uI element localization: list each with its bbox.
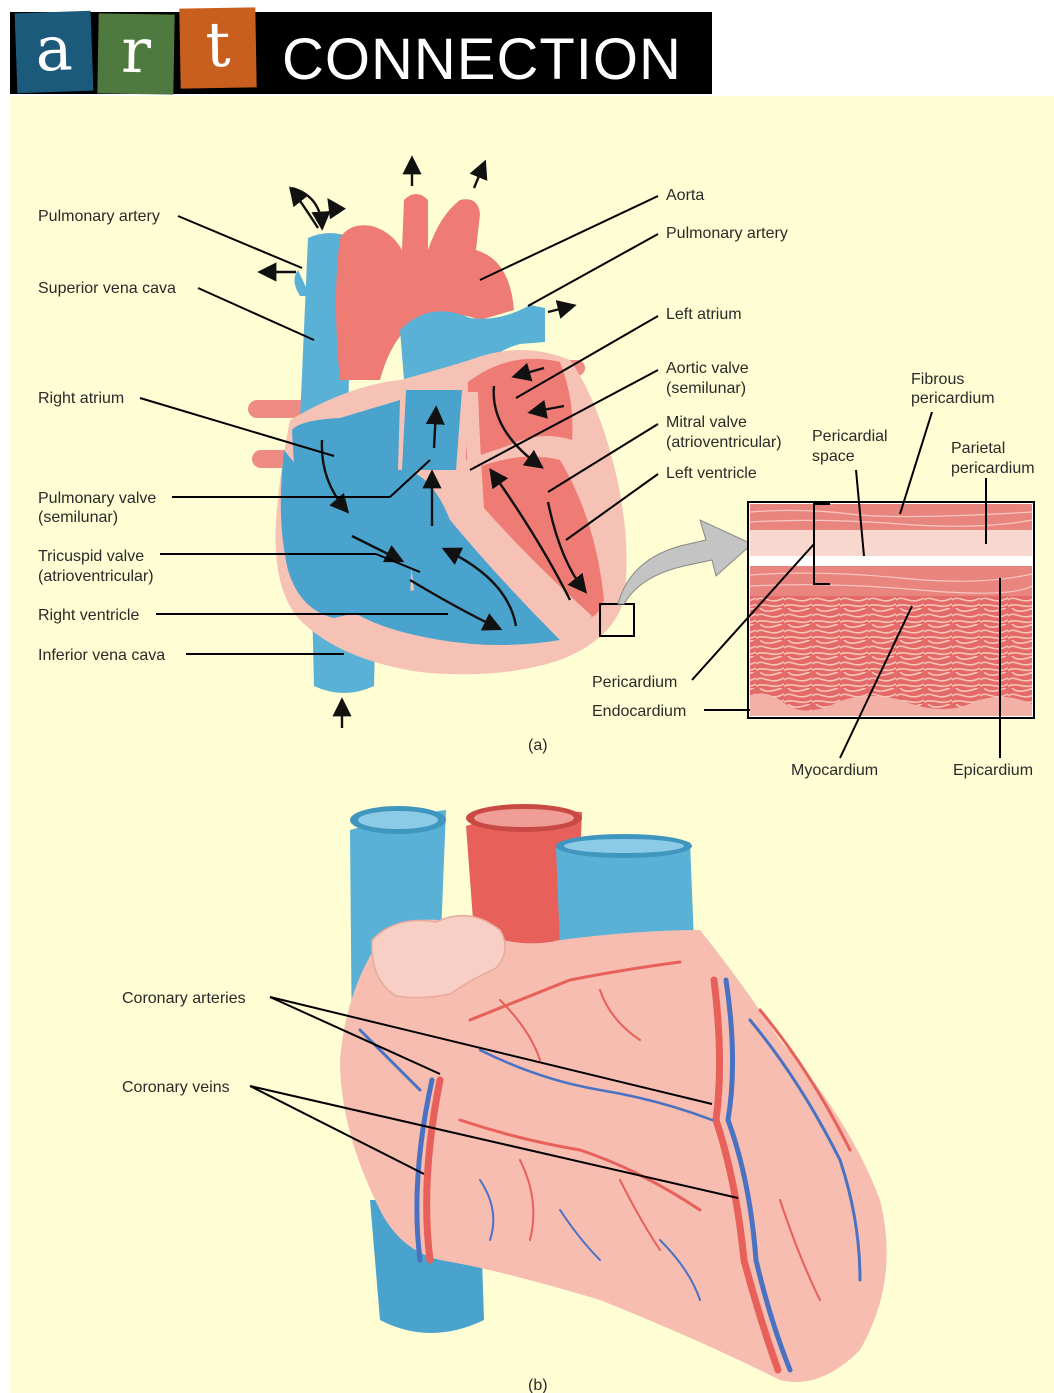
myocardium-layer — [750, 596, 1032, 711]
label-parietal: Parietal — [951, 440, 1005, 457]
label-pericardium: Pericardium — [592, 674, 677, 691]
label-fibrous: Fibrous — [911, 371, 964, 388]
label-coronary-arteries: Coronary arteries — [122, 990, 246, 1007]
label-pulmonary-valve: Pulmonary valve — [38, 490, 156, 507]
label-left-atrium: Left atrium — [666, 306, 742, 323]
caption-b: (b) — [528, 1377, 548, 1393]
label-myocardium: Myocardium — [791, 762, 878, 779]
label-tricuspid-valve-sub: (atrioventricular) — [38, 568, 154, 585]
label-fibrous-pericardium: pericardium — [911, 390, 995, 407]
label-aortic-valve: Aortic valve — [666, 360, 749, 377]
label-mitral-valve-sub: (atrioventricular) — [666, 434, 782, 451]
epicardium-layer — [750, 566, 1032, 596]
label-pericardial: Pericardial — [812, 428, 888, 445]
label-tricuspid-valve: Tricuspid valve — [38, 548, 144, 565]
heart-exterior — [340, 804, 887, 1382]
label-left-ventricle: Left ventricle — [666, 465, 757, 482]
label-superior-vena-cava: Superior vena cava — [38, 280, 176, 297]
label-epicardium: Epicardium — [953, 762, 1033, 779]
label-right-ventricle: Right ventricle — [38, 607, 139, 624]
right-atrium-chamber — [281, 450, 416, 618]
label-pulmonary-artery-right: Pulmonary artery — [666, 225, 788, 242]
label-coronary-veins: Coronary veins — [122, 1079, 230, 1096]
label-inferior-vena-cava: Inferior vena cava — [38, 647, 165, 664]
parietal-pericardium-layer — [750, 530, 1032, 556]
caption-a: (a) — [528, 737, 548, 754]
heart-cross-section — [248, 194, 627, 693]
label-pericardial-space: space — [812, 448, 855, 465]
label-mitral-valve: Mitral valve — [666, 414, 747, 431]
label-parietal-pericardium: pericardium — [951, 460, 1035, 477]
label-endocardium: Endocardium — [592, 703, 686, 720]
label-aorta: Aorta — [666, 187, 704, 204]
label-pulmonary-valve-sub: (semilunar) — [38, 509, 118, 526]
label-pulmonary-artery-left: Pulmonary artery — [38, 208, 160, 225]
label-aortic-valve-sub: (semilunar) — [666, 380, 746, 397]
label-right-atrium: Right atrium — [38, 390, 124, 407]
heart-wall-inset — [748, 502, 1034, 718]
zoom-arrow — [618, 520, 752, 604]
pericardial-space-layer — [750, 556, 1032, 566]
